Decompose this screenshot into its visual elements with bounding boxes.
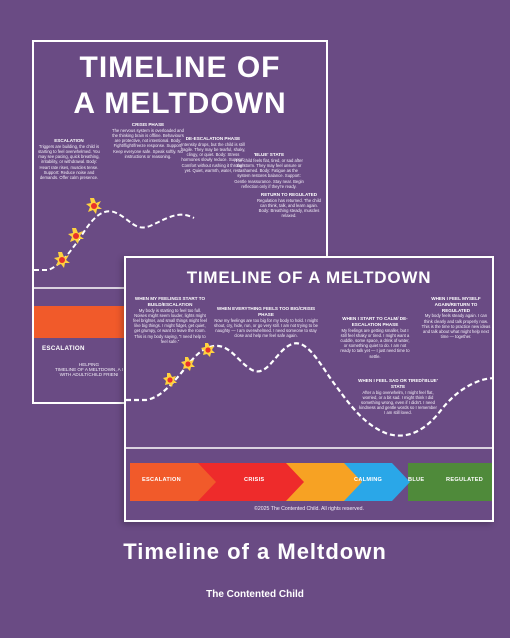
back-escalation-text: Triggers are building, the child is star… (38, 143, 100, 181)
page-caption: Timeline of a Meltdown (123, 539, 387, 564)
strip-label-escalation: ESCALATION (142, 477, 181, 483)
back-crisis-block: CRISIS PHASE The nervous system is overl… (110, 122, 186, 159)
strip-label-calming: CALMING (354, 477, 383, 483)
back-poster: TIMELINE OF A MELTDOWN ESCALATION Trigge… (32, 40, 328, 404)
brand-name: The Contented Child (206, 589, 304, 600)
back-deescalation-text: Intensity drops, but the child is still … (180, 141, 246, 173)
back-footer-line2: TIMELINE OF A MELTDOWN, A I (54, 367, 124, 373)
front-col-crisis: WHEN EVERYTHING FEELS TOO BIG/CRISIS PHA… (210, 306, 322, 338)
back-deescalation-block: DE-ESCALATION PHASE Intensity drops, but… (178, 136, 248, 173)
back-blue-block: 'BLUE' STATE The child feels flat, tired… (234, 152, 304, 189)
front-poster: TIMELINE OF A MELTDOWN WHEN MY FEELINGS … (124, 256, 494, 522)
front-col4-heading: WHEN I FEEL MYSELF AGAIN/RETURN TO REGUL… (431, 296, 481, 313)
strip-label-crisis: CRISIS (244, 477, 265, 483)
strip-label-blue: BLUE (408, 477, 425, 483)
back-title-line1: TIMELINE OF (79, 51, 281, 84)
back-crisis-text: The nervous system is overloaded and the… (112, 127, 184, 159)
front-col5-text: After a big overwhelm, I might feel flat… (359, 389, 437, 416)
front-col-deescalation: WHEN I START TO CALM/ DE-ESCALATION PHAS… (338, 316, 412, 359)
strip-regulated (408, 463, 492, 501)
back-escalation-heading: ESCALATION (54, 138, 84, 143)
strip-label-regulated: REGULATED (446, 477, 484, 483)
back-deescalation-heading: DE-ESCALATION PHASE (185, 136, 241, 141)
front-col-regulated: WHEN I FEEL MYSELF AGAIN/RETURN TO REGUL… (420, 296, 492, 339)
back-blue-text: The child feels flat, tired, or sad afte… (234, 157, 304, 189)
front-col3-heading: WHEN I START TO CALM/ DE-ESCALATION PHAS… (342, 316, 408, 327)
back-blue-heading: 'BLUE' STATE (253, 152, 285, 157)
back-escalation-strip (34, 306, 144, 338)
explosion-icon (201, 343, 215, 357)
front-wave (126, 342, 492, 449)
strip-escalation (130, 463, 216, 501)
back-title-line2: A MELTDOWN (73, 87, 287, 120)
front-col4-text: My body feels steady again. I can think … (421, 313, 491, 340)
back-strip-label: ESCALATION (42, 345, 85, 352)
front-col-escalation: WHEN MY FEELINGS START TO BUILD/ESCALATI… (132, 296, 208, 344)
front-copyright: ©2025 The Contented Child. All rights re… (254, 506, 364, 512)
back-footer-line3: WITH ADULT/CHILD FRIENI (59, 372, 119, 378)
explosion-icon (181, 357, 195, 371)
front-col2-heading: WHEN EVERYTHING FEELS TOO BIG/CRISIS PHA… (216, 306, 316, 317)
back-footer-line1: HELPING (78, 362, 100, 367)
front-title: TIMELINE OF A MELTDOWN (186, 268, 432, 287)
phase-strip (130, 463, 492, 501)
back-footer: HELPING TIMELINE OF A MELTDOWN, A I WITH… (34, 362, 144, 378)
back-regulated-heading: RETURN TO REGULATED (260, 192, 318, 197)
explosion-icon (163, 373, 177, 387)
back-crisis-heading: CRISIS PHASE (131, 122, 165, 127)
front-col2-text: Now my feelings are too big for my body … (214, 317, 318, 339)
front-col5-heading: WHEN I FEEL SAD OR TIRED/'BLUE' STATE (358, 378, 438, 389)
back-escalation-block: ESCALATION Triggers are building, the ch… (38, 138, 100, 180)
front-col3-text: My feelings are getting smaller, but I s… (340, 327, 410, 359)
strip-blue (340, 463, 410, 501)
front-col1-heading: WHEN MY FEELINGS START TO BUILD/ESCALATI… (134, 296, 206, 307)
back-regulated-block: RETURN TO REGULATED Regulation has retur… (256, 192, 322, 219)
back-regulated-text: Regulation has returned. The child can t… (257, 197, 321, 219)
front-col-blue: WHEN I FEEL SAD OR TIRED/'BLUE' STATE Af… (358, 378, 438, 416)
front-col1-text: My body is starting to feel too full. No… (133, 307, 207, 344)
strip-crisis (194, 463, 304, 501)
strip-calming (280, 463, 362, 501)
